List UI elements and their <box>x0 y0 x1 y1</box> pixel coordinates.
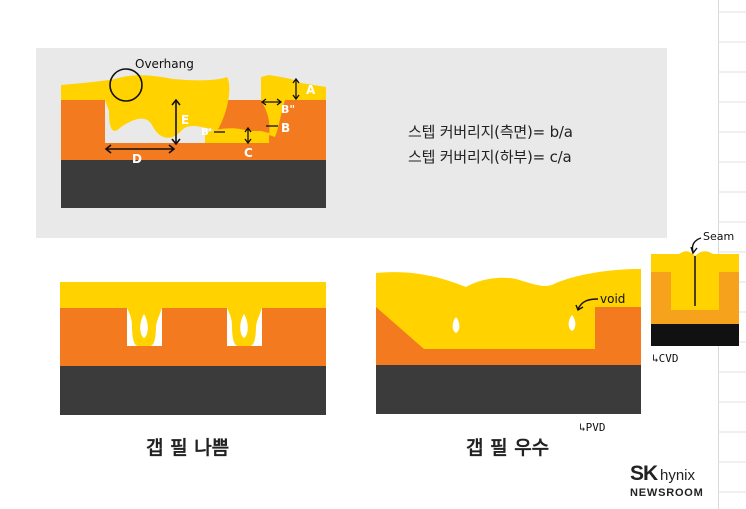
logo-brand-light: hynix <box>660 467 696 484</box>
label-a: A <box>306 83 316 97</box>
deposit-layer <box>60 282 326 346</box>
logo-sub: NEWSROOM <box>630 487 704 499</box>
void <box>240 314 248 338</box>
label-b-double: B" <box>281 103 295 116</box>
hook-arrow-icon: ↳ <box>579 421 586 434</box>
label-b-single: B' <box>201 127 212 138</box>
gap-fill-good-diagram: void <box>376 269 641 414</box>
void <box>452 317 460 333</box>
label-d: D <box>132 152 142 166</box>
base-layer <box>61 160 326 208</box>
base-layer <box>376 365 641 414</box>
caption-bad: 갭 필 나쁨 <box>146 437 230 459</box>
label-cvd: CVD <box>658 352 679 365</box>
caption-good: 갭 필 우수 <box>466 437 550 459</box>
void-arrow <box>577 298 599 310</box>
deposit-right <box>261 75 326 137</box>
step-coverage-diagram: Overhang A B" B B' C D E <box>61 57 326 208</box>
label-c: C <box>244 146 253 160</box>
void <box>568 315 576 331</box>
pvd-annotation: ↳PVD <box>579 421 606 434</box>
seam-arrow <box>691 237 702 253</box>
label-overhang: Overhang <box>135 57 194 71</box>
gap-fill-bad-diagram <box>60 282 326 415</box>
substrate-layer <box>61 100 326 160</box>
void <box>140 314 148 338</box>
logo-brand-bold: SK <box>630 462 658 485</box>
cvd-annotation: ↳CVD <box>652 352 679 365</box>
formula-side: 스텝 커버리지(측면)= b/a <box>408 123 573 141</box>
overhang-circle <box>109 68 143 102</box>
formula-bottom: 스텝 커버리지(하부)= c/a <box>408 148 572 166</box>
base-layer <box>651 324 739 346</box>
deposit-layer <box>61 75 230 138</box>
label-pvd: PVD <box>585 421 606 434</box>
cvd-seam-diagram: Seam <box>651 230 739 346</box>
base-layer <box>60 366 326 415</box>
substrate-layer <box>60 308 326 366</box>
label-seam: Seam <box>703 230 734 243</box>
label-void: void <box>600 292 625 306</box>
deposit-fill <box>424 307 595 349</box>
label-e: E <box>181 113 189 127</box>
label-b: B <box>281 121 290 135</box>
hook-arrow-icon: ↳ <box>652 352 659 365</box>
